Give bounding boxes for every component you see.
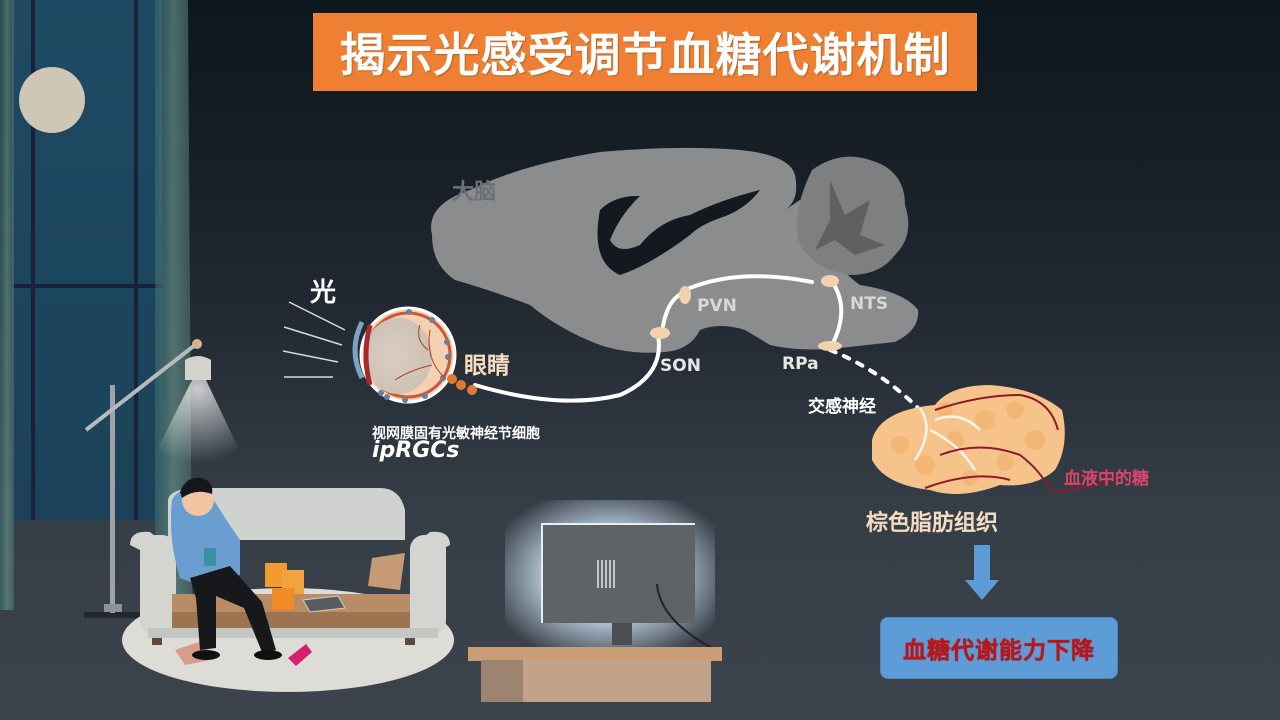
tv-set [468,500,722,702]
brain-diagram [431,147,919,353]
curtain-left [0,0,14,610]
page-title: 揭示光感受调节血糖代谢机制 [339,28,951,82]
brain-nuclei [650,275,842,351]
light-rays-icon [282,301,346,378]
son-label: SON [660,356,701,376]
down-arrow-icon [965,545,999,600]
floor-lamp [84,339,244,618]
moon-icon [19,67,85,133]
eye-diagram [352,306,477,404]
person-eating [171,477,282,660]
brown-fat-label: 棕色脂肪组织 [866,511,999,536]
iprgc-english-label: ipRGCs [372,438,460,463]
eye-label: 眼睛 [464,353,510,379]
blood-sugar-label: 血液中的糖 [1064,469,1149,489]
light-label: 光 [310,278,337,308]
result-box: 血糖代谢能力下降 [880,617,1118,679]
cola-cup-icon [204,548,216,566]
nts-label: NTS [850,294,889,314]
rpa-label: RPa [782,354,819,374]
title-banner: 揭示光感受调节血糖代谢机制 [313,13,977,91]
sofa [130,488,450,645]
cushion [368,553,405,590]
brain-label: 大脑 [452,180,497,205]
window [12,0,162,520]
sympathetic-nerve-label: 交感神经 [808,397,876,417]
neural-pathway [473,274,922,412]
brown-adipose-tissue [872,385,1121,494]
soda-cup-icon [288,644,312,666]
tablet-icon [302,595,346,613]
pvn-label: PVN [697,296,737,316]
snack-boxes [265,563,304,610]
result-text: 血糖代谢能力下降 [903,638,1095,664]
iprgc-chinese-label: 视网膜固有光敏神经节细胞 [372,426,540,442]
